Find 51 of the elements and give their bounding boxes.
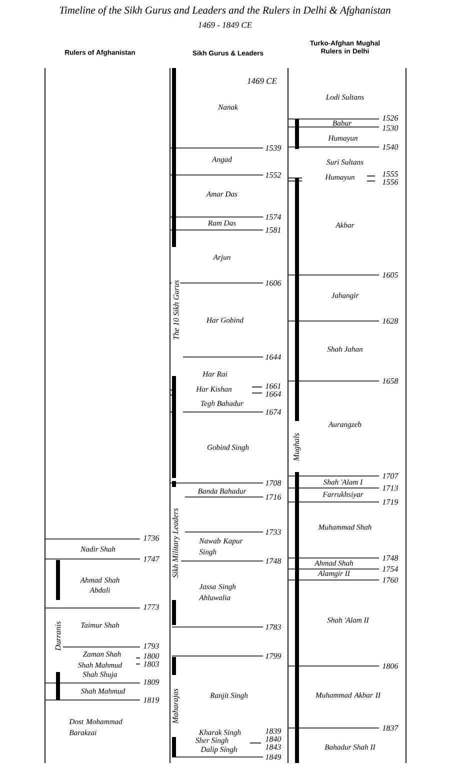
year-label: 1530: [382, 125, 398, 131]
year-label: 1760: [382, 577, 398, 583]
year-label: 1800: [143, 653, 160, 659]
year-label: 1469 CE: [247, 78, 277, 84]
band-label: Maharajas: [170, 686, 182, 726]
year-label: 1574: [265, 214, 282, 220]
year-label: 1733: [265, 529, 281, 535]
year-label: 1843: [265, 744, 281, 750]
year-label: 1719: [382, 499, 398, 505]
year-label: 1606: [265, 280, 282, 286]
year-label: 1849: [265, 754, 282, 760]
year-label: 1736: [143, 535, 160, 541]
year-label: 1707: [382, 473, 398, 479]
year-label: 1793: [143, 643, 159, 649]
band-label: Mughals: [292, 432, 302, 462]
year-label: 1754: [382, 566, 398, 572]
year-label: 1674: [265, 409, 282, 415]
year-label: 1658: [382, 378, 398, 384]
year-label: 1526: [382, 115, 398, 121]
year-label: 1708: [265, 480, 282, 486]
year-label: 1799: [265, 653, 282, 659]
year-label: 1581: [265, 227, 280, 233]
year-label: 1773: [143, 604, 159, 610]
year-label: 1552: [265, 172, 282, 178]
year-label: 1713: [382, 485, 398, 491]
year-label: 1748: [265, 558, 282, 564]
year-label: 1661: [265, 383, 280, 389]
year-label: 1803: [143, 661, 159, 667]
year-label: 1809: [143, 679, 160, 685]
band-label: Durranis: [54, 620, 62, 652]
year-label: 1605: [382, 272, 398, 278]
year-label: 1556: [382, 179, 398, 185]
date-range: 1469 - 1849 CE: [198, 22, 252, 28]
band-label: The 10 Sikh Gurus: [172, 278, 180, 342]
year-label: 1716: [265, 494, 282, 500]
band-label: Sikh Military Leaders: [170, 506, 182, 580]
year-label: 1555: [382, 171, 398, 177]
year-label: 1664: [265, 391, 282, 397]
year-label: 1839: [265, 728, 282, 734]
year-label: 1806: [382, 663, 398, 669]
year-label: 1840: [265, 736, 282, 742]
year-label: 1837: [382, 725, 398, 731]
year-label: 1540: [382, 144, 398, 150]
year-label: 1644: [265, 354, 282, 360]
year-label: 1819: [143, 697, 160, 703]
year-label: 1748: [382, 555, 398, 561]
timeline-title: Timeline of the Sikh Gurus and Leaders and the Rulers in Delhi & Afghanistan: [60, 6, 390, 16]
year-label: 1783: [265, 624, 281, 630]
year-label: 1628: [382, 318, 398, 324]
year-label: 1539: [265, 145, 282, 151]
year-label: 1747: [143, 556, 160, 562]
